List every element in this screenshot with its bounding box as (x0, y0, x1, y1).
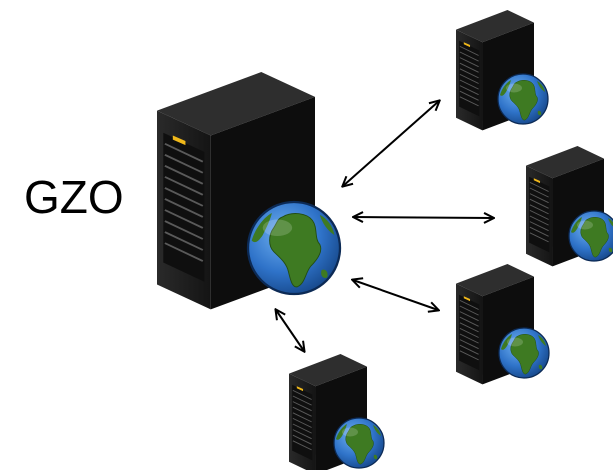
arrow-main-lower-right (353, 280, 438, 310)
arrow-main-right (354, 217, 493, 218)
arrow-main-bottom (276, 310, 304, 351)
globe-icon (246, 200, 342, 296)
globe-icon (498, 327, 550, 379)
globe-icon (333, 417, 385, 469)
globe-icon (497, 73, 549, 125)
remote-server-top[interactable] (455, 9, 549, 131)
arrow-main-top (343, 101, 439, 186)
main-server-label: GZO (24, 171, 124, 223)
remote-server-lower-right[interactable] (455, 263, 550, 385)
main-server[interactable] (155, 70, 342, 311)
remote-server-right[interactable] (525, 145, 613, 267)
globe-icon (568, 210, 613, 262)
remote-server-bottom[interactable] (288, 353, 385, 470)
